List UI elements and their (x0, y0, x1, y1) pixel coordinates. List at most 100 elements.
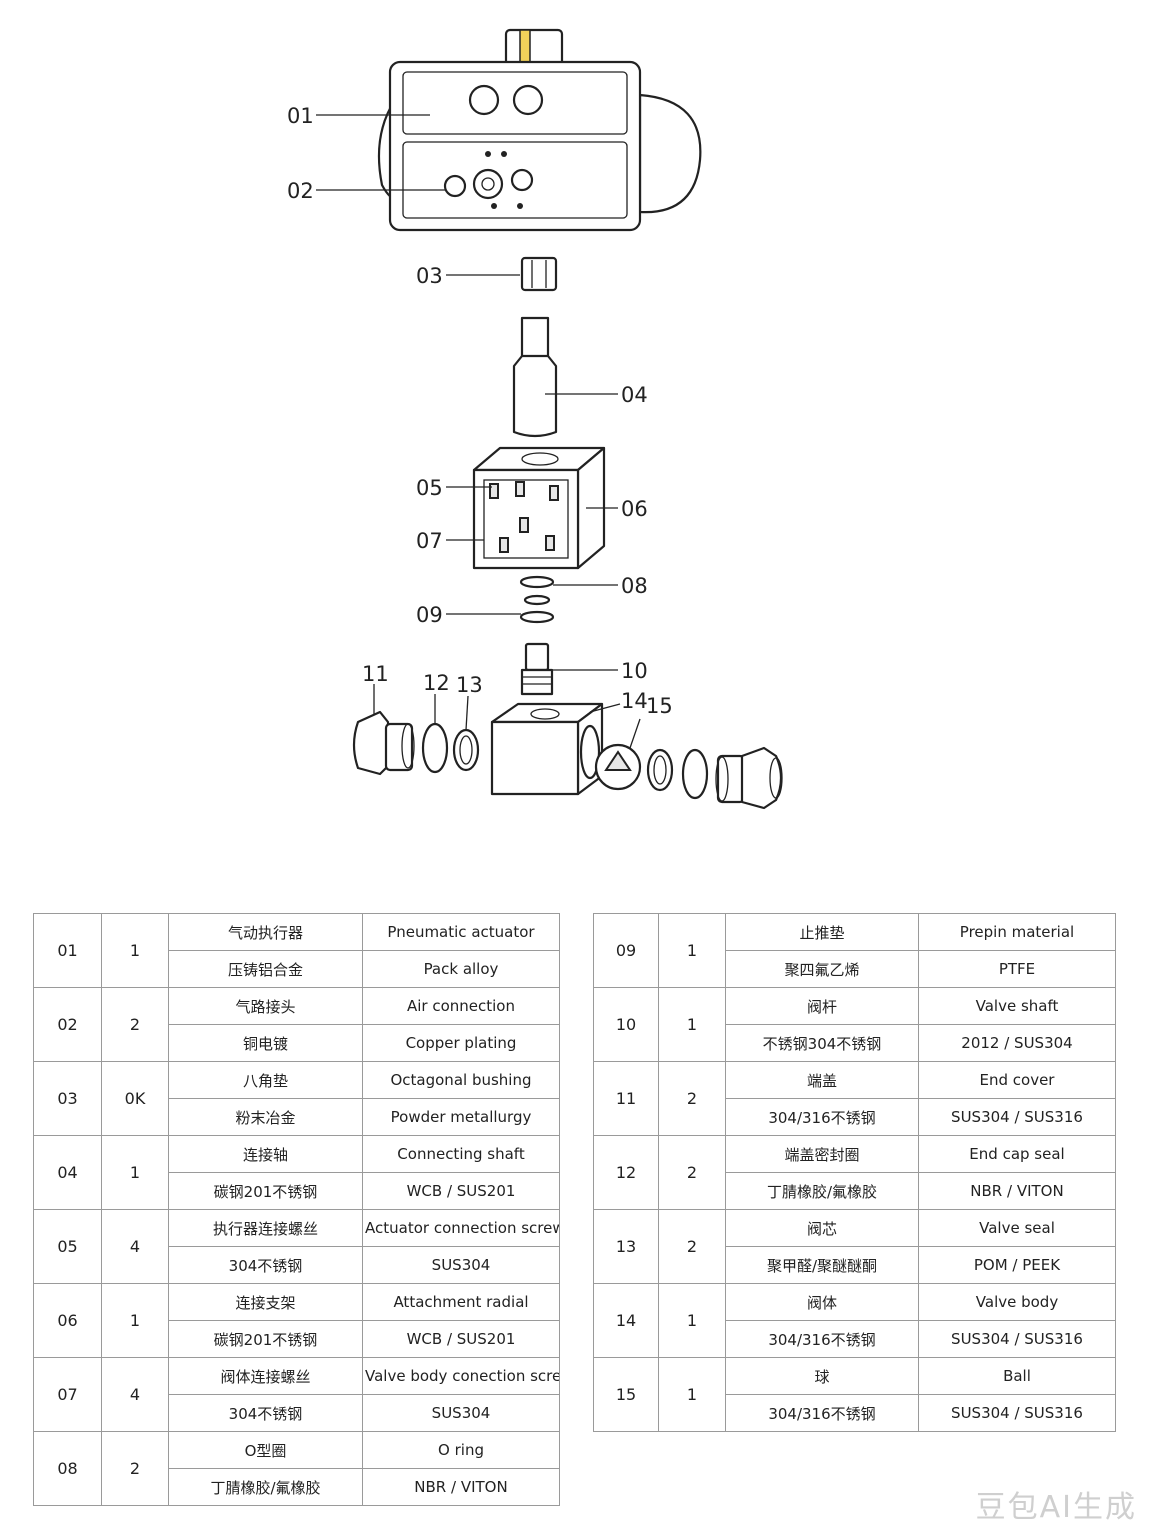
part-name-cn: 气路接头 (168, 987, 363, 1025)
material-cn: 304/316不锈钢 (725, 1098, 919, 1136)
part-number: 14 (593, 1283, 659, 1358)
part-number: 02 (33, 987, 102, 1062)
part-number: 12 (593, 1135, 659, 1210)
part-name-cn: 阀体 (725, 1283, 919, 1321)
pneumatic-actuator (377, 28, 702, 232)
material-en: WCB / SUS201 (362, 1172, 560, 1210)
callout-13: 13 (456, 673, 483, 697)
quantity: 2 (658, 1209, 726, 1284)
part-name-en: Air connection (362, 987, 560, 1025)
material-cn: 聚四氟乙烯 (725, 950, 919, 988)
part-name-en: Valve body conection screw (362, 1357, 560, 1395)
material-cn: 碳钢201不锈钢 (168, 1172, 363, 1210)
quantity: 1 (101, 913, 169, 988)
quantity: 4 (101, 1357, 169, 1432)
quantity: 1 (658, 1357, 726, 1432)
part-name-cn: 八角垫 (168, 1061, 363, 1099)
material-cn: 不锈钢304不锈钢 (725, 1024, 919, 1062)
callout-15: 15 (646, 694, 673, 718)
end-cover-left (352, 710, 415, 776)
part-name-en: Connecting shaft (362, 1135, 560, 1173)
material-en: Pack alloy (362, 950, 560, 988)
part-name-cn: 球 (725, 1357, 919, 1395)
part-number: 07 (33, 1357, 102, 1432)
o-rings (519, 575, 555, 624)
part-name-cn: 止推垫 (725, 913, 919, 951)
quantity: 1 (658, 913, 726, 988)
material-en: SUS304 / SUS316 (918, 1320, 1116, 1358)
material-en: Copper plating (362, 1024, 560, 1062)
part-name-en: Octagonal bushing (362, 1061, 560, 1099)
valve-seal-right (646, 748, 674, 792)
end-cap-seal-right (681, 748, 709, 800)
material-cn: 粉末冶金 (168, 1098, 363, 1136)
quantity: 1 (658, 987, 726, 1062)
quantity: 1 (658, 1283, 726, 1358)
part-name-en: Valve shaft (918, 987, 1116, 1025)
ball (594, 743, 642, 791)
part-name-en: End cover (918, 1061, 1116, 1099)
attachment-bracket (472, 446, 606, 570)
material-cn: 铜电镀 (168, 1024, 363, 1062)
part-name-cn: 阀芯 (725, 1209, 919, 1247)
valve-seal-left (452, 728, 480, 772)
octagonal-bushing (520, 256, 558, 292)
part-name-en: Ball (918, 1357, 1116, 1395)
part-name-en: Valve seal (918, 1209, 1116, 1247)
callout-02: 02 (287, 179, 314, 203)
part-name-cn: 连接支架 (168, 1283, 363, 1321)
quantity: 1 (101, 1283, 169, 1358)
part-number: 04 (33, 1135, 102, 1210)
material-en: NBR / VITON (362, 1468, 560, 1506)
callout-11: 11 (362, 662, 389, 686)
material-en: SUS304 / SUS316 (918, 1098, 1116, 1136)
material-en: Powder metallurgy (362, 1098, 560, 1136)
part-number: 08 (33, 1431, 102, 1506)
part-number: 11 (593, 1061, 659, 1136)
part-name-en: Actuator connection screws (362, 1209, 560, 1247)
part-number: 15 (593, 1357, 659, 1432)
valve-shaft (520, 642, 554, 696)
material-en: POM / PEEK (918, 1246, 1116, 1284)
material-en: WCB / SUS201 (362, 1320, 560, 1358)
end-cover-right (715, 746, 783, 810)
callout-14: 14 (621, 689, 648, 713)
callout-03: 03 (416, 264, 443, 288)
callout-04: 04 (621, 383, 648, 407)
part-number: 05 (33, 1209, 102, 1284)
part-name-en: O ring (362, 1431, 560, 1469)
part-number: 09 (593, 913, 659, 988)
part-name-en: Attachment radial (362, 1283, 560, 1321)
callout-07: 07 (416, 529, 443, 553)
exploded-assembly-diagram: 01 02 03 04 05 06 07 08 0 (287, 28, 783, 810)
part-name-cn: O型圈 (168, 1431, 363, 1469)
part-name-en: Prepin material (918, 913, 1116, 951)
material-cn: 304/316不锈钢 (725, 1394, 919, 1432)
part-name-cn: 气动执行器 (168, 913, 363, 951)
part-name-en: Pneumatic actuator (362, 913, 560, 951)
end-cap-seal-left (421, 722, 449, 774)
material-cn: 聚甲醛/聚醚醚酮 (725, 1246, 919, 1284)
callout-12: 12 (423, 671, 450, 695)
callout-10: 10 (621, 659, 648, 683)
